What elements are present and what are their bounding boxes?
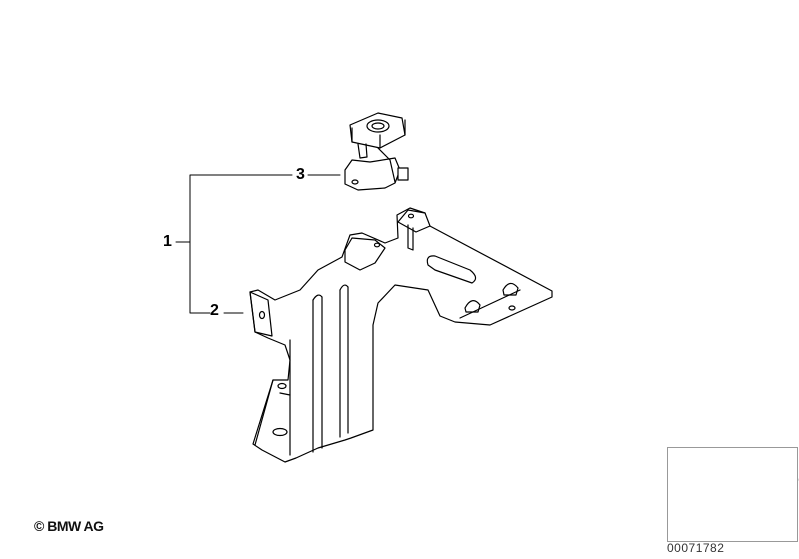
diagram-id: 00071782 [667,541,725,555]
callout-3[interactable]: 3 [296,166,305,183]
copyright-label: © BMW AG [34,518,104,534]
part-2-bracket [249,207,553,463]
callout-2[interactable]: 2 [210,302,219,319]
part-3-sensor [344,112,409,191]
vehicle-thumbnail-frame [667,447,798,542]
callout-1[interactable]: 1 [163,233,172,250]
leader-lines [175,174,341,314]
